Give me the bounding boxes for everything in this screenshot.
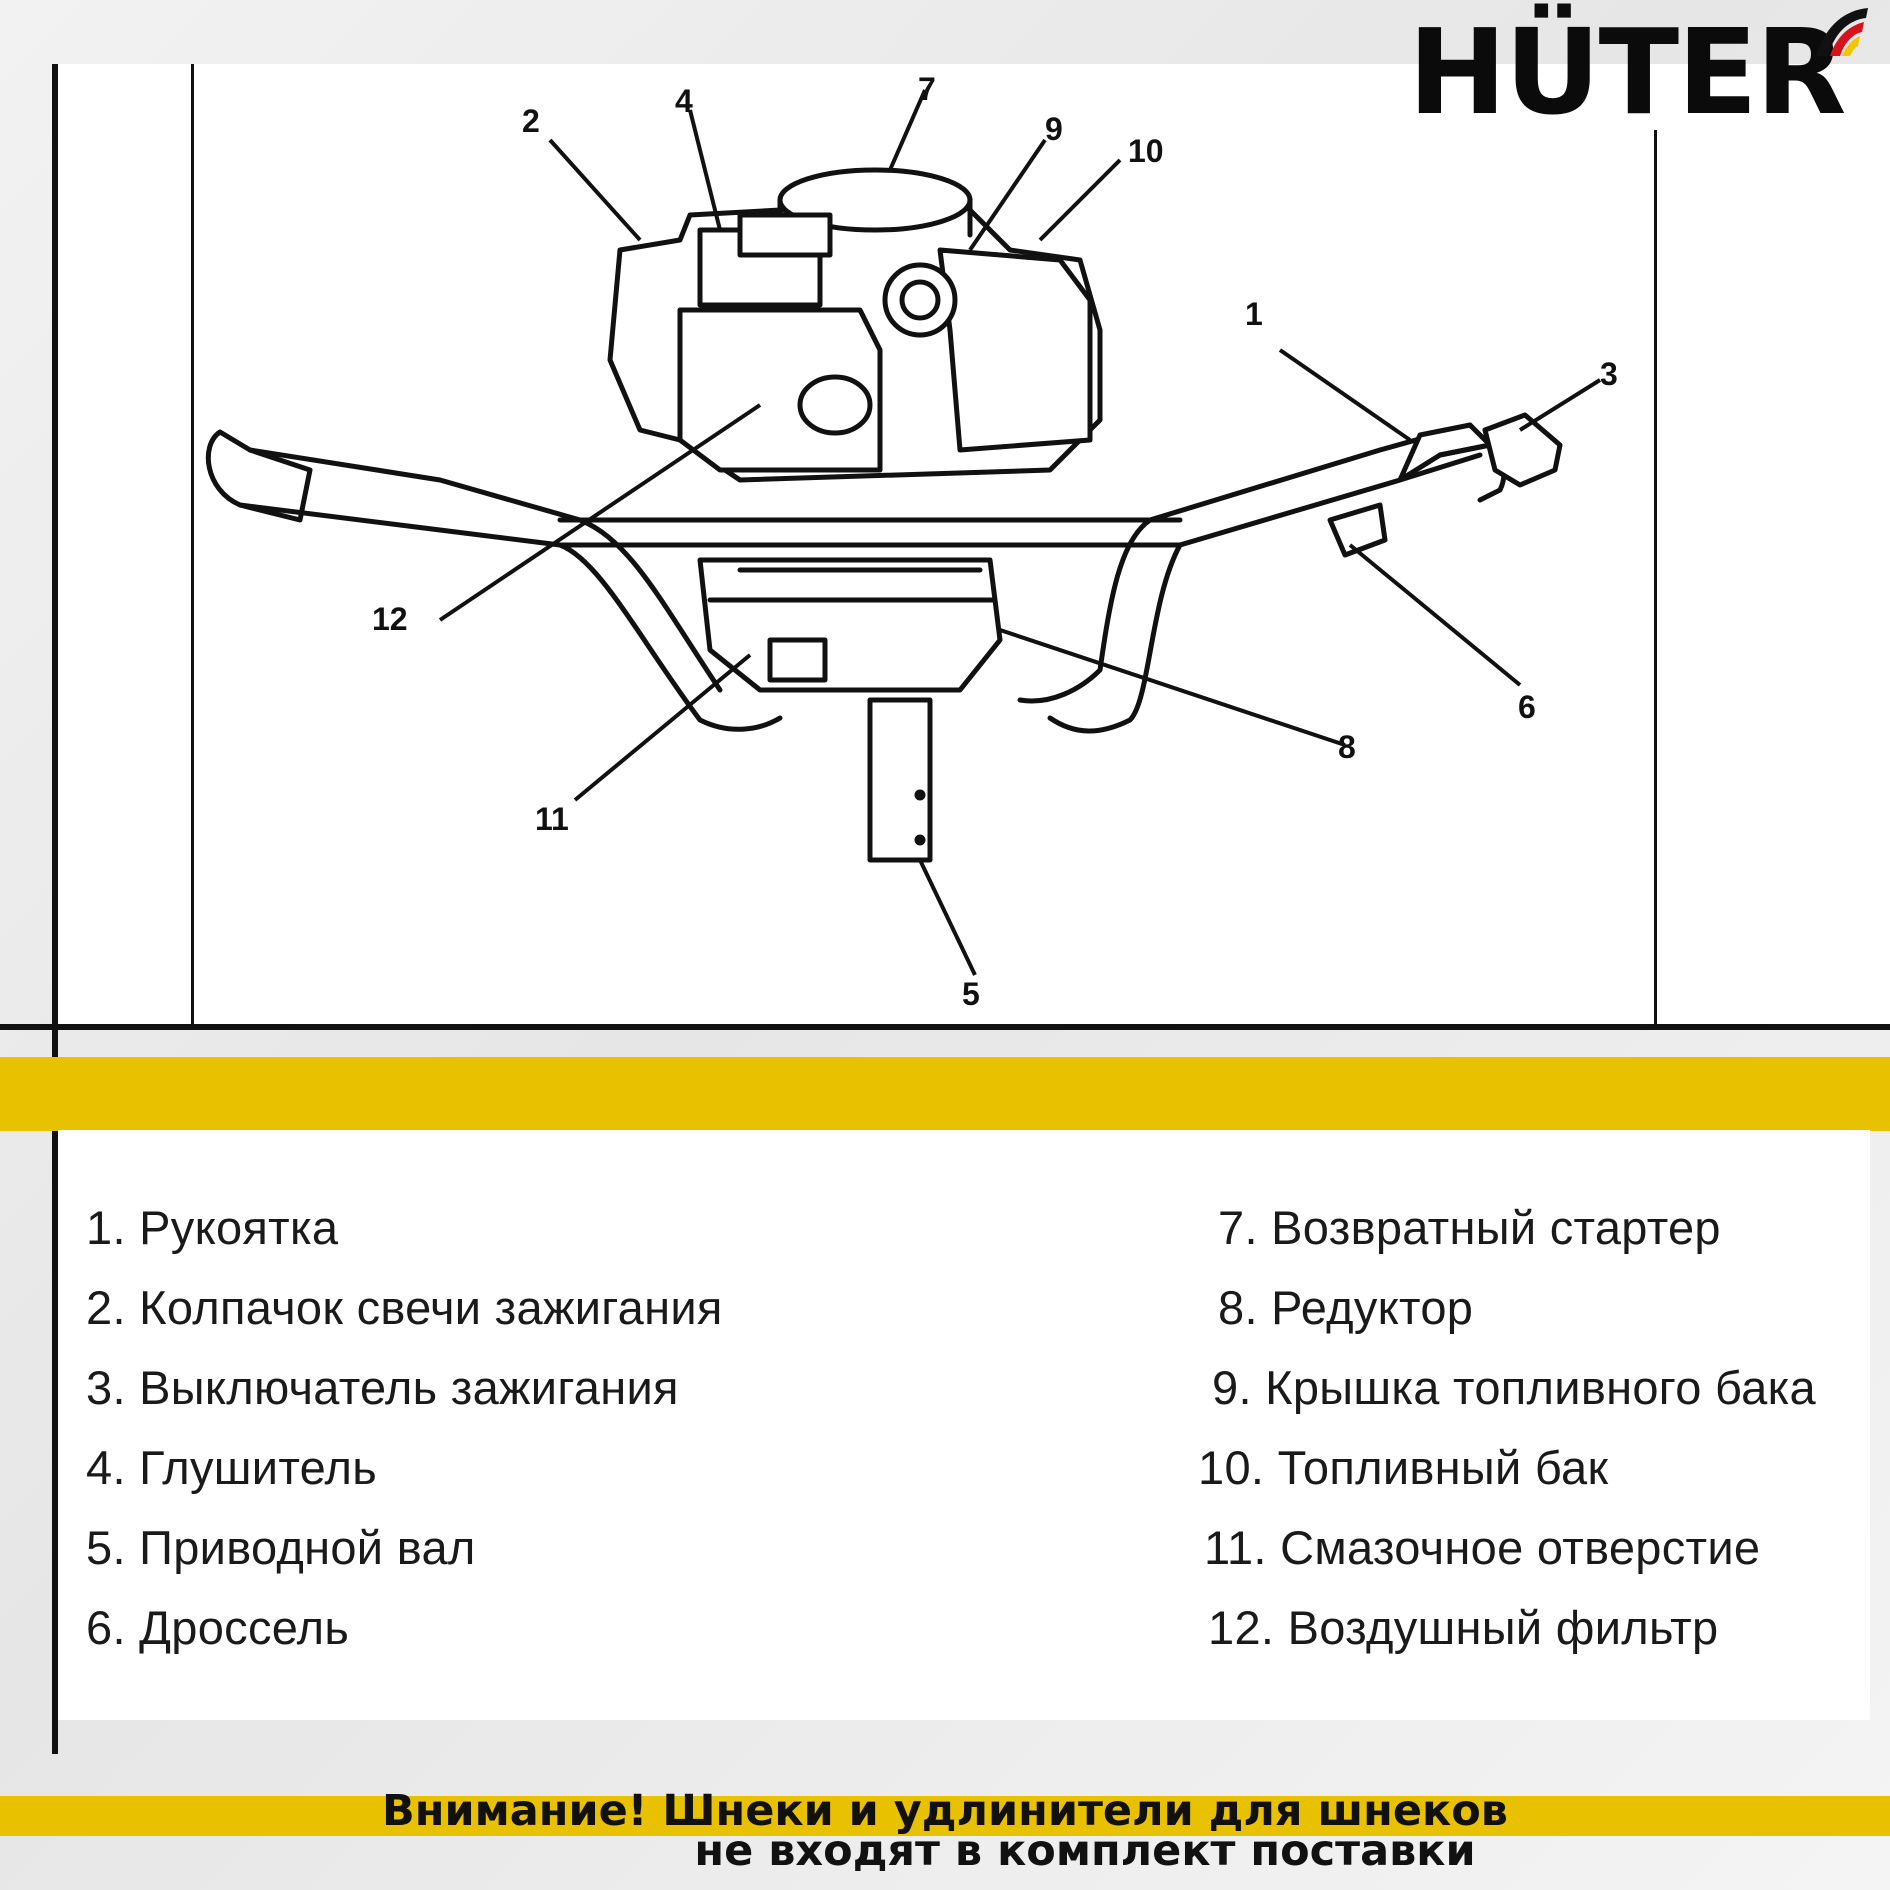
frame-left-rule xyxy=(52,64,58,1754)
yellow-band xyxy=(0,1057,1890,1131)
callout-10: 10 xyxy=(1128,133,1164,169)
frame-inner-right-rule xyxy=(1654,130,1657,1024)
legend-item-3: 3. Выключатель зажигания xyxy=(86,1361,679,1414)
auger-engine-diagram: 1 2 3 4 5 6 7 8 9 10 11 12 xyxy=(205,71,1618,1012)
warning-line-2: не входят в комплект поставки xyxy=(694,1826,1476,1876)
warning-line-1: Внимание! Шнеки и удлинители для шнеков xyxy=(382,1786,1508,1836)
legend-item-6: 6. Дроссель xyxy=(86,1601,350,1654)
callout-5: 5 xyxy=(962,976,980,1012)
legend-item-11: 11. Смазочное отверстие xyxy=(1204,1521,1761,1574)
callout-7: 7 xyxy=(918,71,936,107)
legend-item-4: 4. Глушитель xyxy=(86,1441,378,1494)
frame-inner-left-rule xyxy=(191,64,194,1024)
legend-item-1: 1. Рукоятка xyxy=(86,1201,339,1254)
callout-1: 1 xyxy=(1245,296,1263,332)
legend-panel xyxy=(58,1130,1870,1720)
legend-item-8: 8. Редуктор xyxy=(1218,1281,1474,1334)
brand-flag-icon xyxy=(1816,8,1868,56)
ignition-switch xyxy=(1482,412,1563,488)
legend-item-12: 12. Воздушный фильтр xyxy=(1208,1601,1719,1654)
legend-item-5: 5. Приводной вал xyxy=(86,1521,476,1574)
legend-item-9: 9. Крышка топливного бака xyxy=(1212,1361,1816,1414)
handle-right-arm xyxy=(1047,452,1483,734)
callout-11: 11 xyxy=(535,801,569,837)
callout-12: 12 xyxy=(372,601,408,637)
fuel-tank xyxy=(937,247,1093,453)
callout-6: 6 xyxy=(1518,689,1536,725)
legend-item-2: 2. Колпачок свечи зажигания xyxy=(86,1281,723,1334)
callout-8: 8 xyxy=(1338,729,1356,765)
callout-9: 9 xyxy=(1045,111,1063,147)
gearbox xyxy=(697,557,1003,693)
callout-3: 3 xyxy=(1600,356,1618,392)
callout-2: 2 xyxy=(522,103,540,139)
callout-4: 4 xyxy=(675,83,693,119)
legend-item-7: 7. Возвратный стартер xyxy=(1218,1201,1721,1254)
legend-item-10: 10. Топливный бак xyxy=(1198,1441,1609,1494)
fuel-tank-cap xyxy=(882,262,958,338)
lubrication-hole xyxy=(767,637,828,683)
brand-logo: HÜTER xyxy=(1408,3,1847,141)
drive-shaft xyxy=(867,697,933,863)
handle-left-arm xyxy=(237,502,783,732)
throttle-lever xyxy=(1327,502,1388,558)
warning-band xyxy=(0,1796,1890,1836)
frame-divider-rule xyxy=(0,1024,1890,1030)
